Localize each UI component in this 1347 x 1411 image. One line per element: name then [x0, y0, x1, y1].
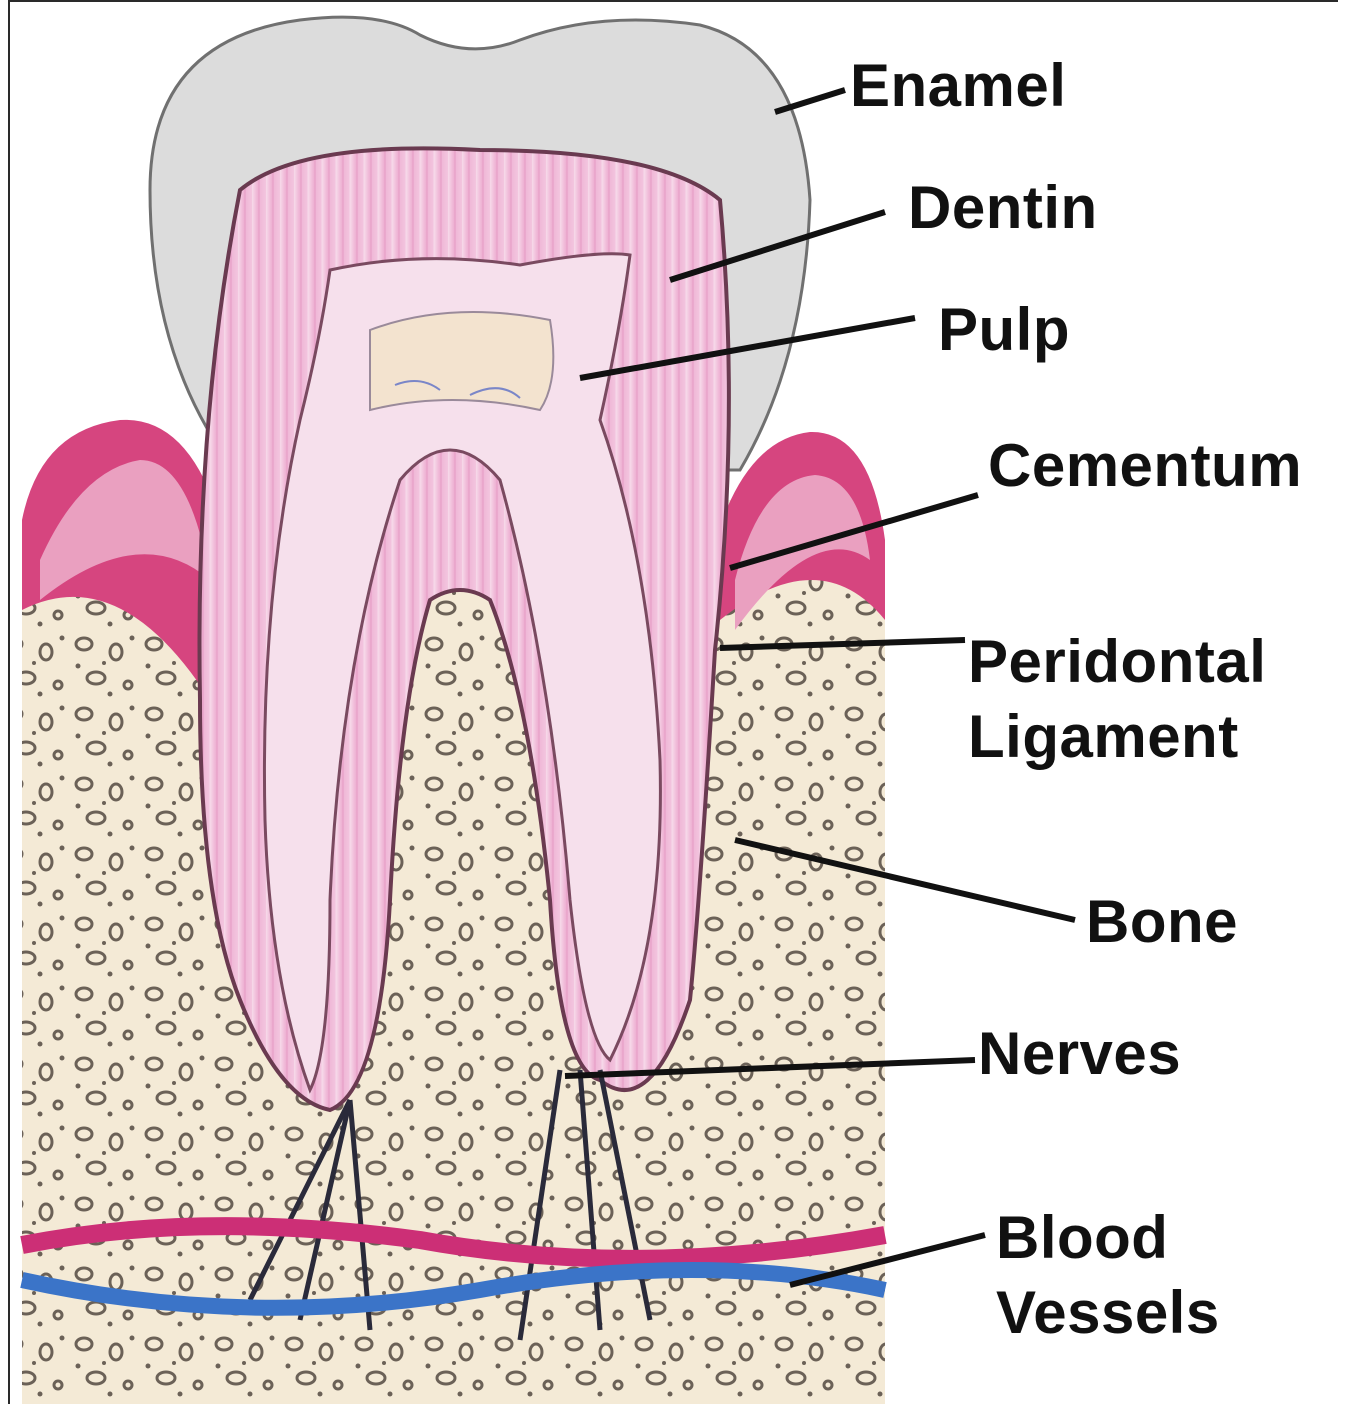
- label-enamel: Enamel: [850, 56, 1066, 116]
- label-nerves: Nerves: [978, 1024, 1181, 1084]
- label-dentin: Dentin: [908, 178, 1098, 238]
- label-blood-vessels: Blood Vessels: [996, 1200, 1220, 1350]
- label-cementum: Cementum: [988, 436, 1302, 496]
- label-blood-line1: Blood: [996, 1200, 1220, 1275]
- label-blood-line2: Vessels: [996, 1275, 1220, 1350]
- label-periodontal-line1: Peridontal: [968, 624, 1266, 699]
- label-bone: Bone: [1086, 892, 1238, 952]
- label-periodontal-line2: Ligament: [968, 699, 1266, 774]
- label-periodontal-ligament: Peridontal Ligament: [968, 624, 1266, 774]
- label-pulp: Pulp: [938, 300, 1070, 360]
